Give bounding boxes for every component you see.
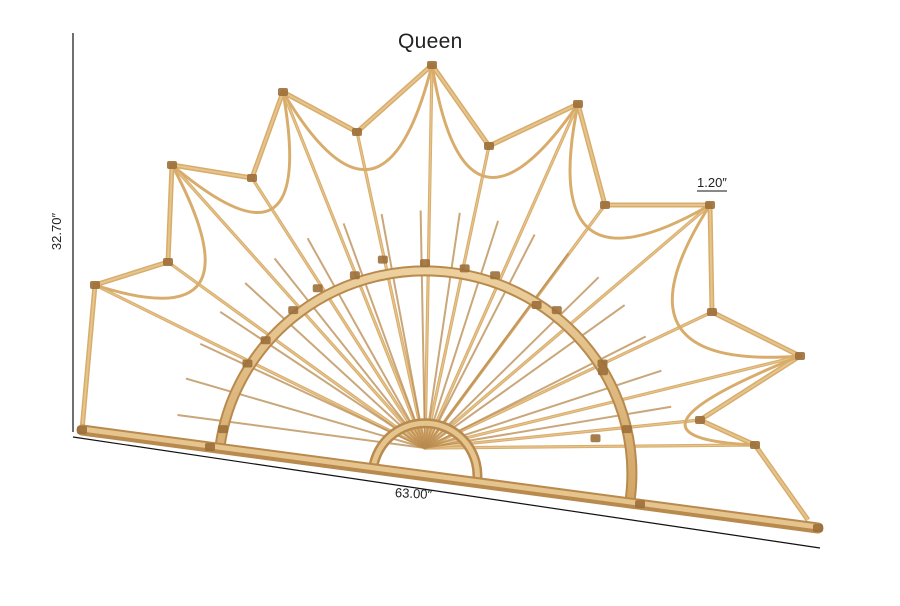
rattan-binding-knot — [278, 88, 288, 96]
petal-loop — [670, 204, 801, 359]
petal-loop — [568, 103, 711, 240]
arch-hoop-highlight — [216, 267, 636, 502]
size-label: Queen — [398, 30, 463, 53]
fan-rod — [380, 213, 426, 449]
rattan-binding-knot — [600, 201, 610, 209]
rattan-binding-knot — [707, 308, 717, 316]
fan-rod — [424, 220, 500, 449]
rattan-binding-knot — [695, 416, 705, 424]
rattan-binding-knot — [813, 524, 823, 532]
rattan-binding-knot — [590, 434, 601, 443]
fan-rod — [424, 335, 647, 449]
rattan-binding-knot — [205, 443, 215, 452]
fan-rod — [306, 237, 426, 449]
spoke-highlight — [424, 355, 801, 449]
rattan-binding-knot — [750, 441, 760, 449]
rattan-binding-knot — [420, 259, 430, 268]
fan-rod — [424, 252, 570, 449]
fan-rod — [424, 276, 600, 449]
rattan-binding-knot — [349, 271, 360, 280]
fan-rod — [199, 342, 426, 449]
rattan-binding-knot — [260, 336, 271, 345]
rattan-binding-knot — [242, 359, 253, 368]
width-dimension-line — [72, 436, 821, 549]
depth-label: 1.20″ — [697, 175, 727, 190]
spoke-highlight — [424, 64, 433, 449]
rattan-base-rail — [76, 424, 824, 534]
rattan-spokes — [93, 63, 802, 450]
spoke-highlight — [94, 284, 426, 449]
rattan-binding-knot — [705, 201, 715, 209]
fan-rod — [342, 223, 426, 449]
fan-rod — [244, 282, 426, 449]
rattan-inner-arch — [214, 265, 638, 507]
rattan-binding-knot — [90, 281, 100, 289]
spoke-highlight — [282, 91, 426, 449]
rattan-binding-knot — [597, 367, 608, 376]
spoke-highlight — [424, 311, 713, 449]
petal-loop — [683, 354, 801, 447]
petal-loop — [430, 64, 580, 179]
rattan-binding-knot — [77, 426, 87, 434]
petal-loop — [281, 64, 434, 171]
fan-rod — [424, 234, 536, 449]
rattan-petal-frame — [79, 62, 811, 522]
rattan-binding-knot — [621, 425, 632, 434]
rattan-binding-knot — [635, 500, 645, 509]
spoke-highlight — [424, 145, 490, 449]
rattan-binding-knot — [597, 359, 608, 368]
fan-rod — [424, 212, 461, 449]
rattan-bindings — [77, 61, 823, 532]
petal-loop — [171, 91, 292, 215]
fan-rod — [424, 304, 626, 449]
petal-loop — [94, 164, 207, 300]
rattan-binding-knot — [427, 61, 437, 69]
rattan-binding-knot — [352, 128, 362, 136]
spoke-highlight — [356, 131, 426, 449]
rattan-binding-knot — [484, 142, 494, 150]
rattan-binding-knot — [288, 306, 299, 315]
rattan-binding-knot — [551, 306, 562, 315]
spoke-highlight — [251, 177, 426, 449]
rattan-binding-knot — [573, 100, 583, 108]
rattan-binding-knot — [312, 284, 323, 293]
rattan-binding-knot — [377, 255, 388, 264]
spoke-highlight — [167, 261, 426, 449]
width-label: 63.00″ — [394, 485, 433, 502]
height-label: 32.70″ — [49, 212, 65, 251]
rattan-binding-knot — [490, 271, 501, 280]
rattan-binding-knot — [795, 352, 805, 360]
spoke-highlight — [424, 103, 579, 449]
rattan-binding-knot — [218, 425, 229, 434]
rattan-binding-knot — [167, 161, 177, 169]
hub-arch-highlight — [370, 420, 480, 483]
rattan-binding-knot — [247, 174, 257, 182]
fan-rod — [273, 257, 426, 449]
fan-rod — [219, 310, 426, 449]
fan-rod — [419, 210, 426, 449]
base-rail-highlight — [79, 426, 821, 530]
rattan-binding-knot — [459, 264, 470, 273]
rattan-binding-knot — [531, 300, 542, 309]
spoke-highlight — [424, 444, 756, 449]
rattan-binding-knot — [163, 258, 173, 266]
